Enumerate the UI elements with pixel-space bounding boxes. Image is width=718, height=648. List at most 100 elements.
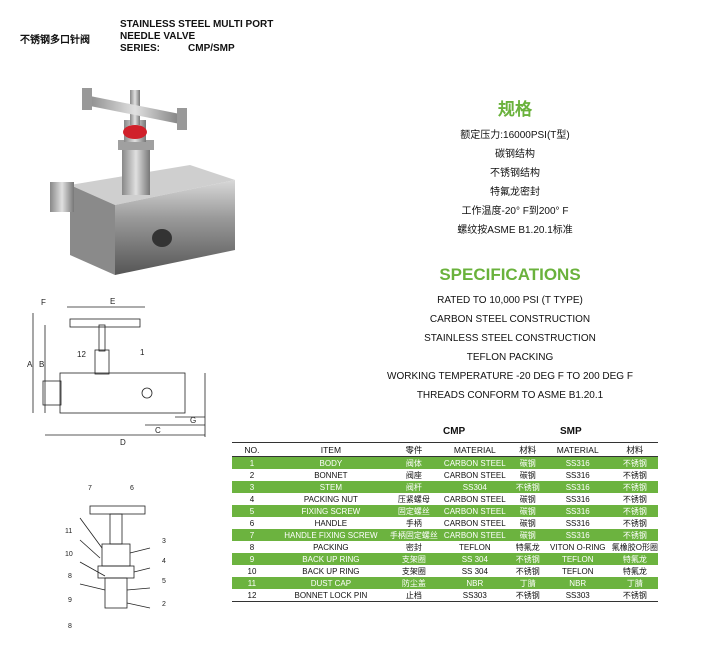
spec-line: 特氟龙密封 — [490, 187, 540, 198]
callout: 6 — [130, 485, 134, 492]
spec-line: STAINLESS STEEL CONSTRUCTION — [424, 333, 596, 344]
table-cell: BODY — [271, 456, 390, 469]
table-cell: CARBON STEEL — [443, 470, 506, 480]
spec-line: CARBON STEEL CONSTRUCTION — [429, 314, 591, 325]
table-cell: CARBON STEEL — [443, 494, 506, 504]
table-cell: 5 — [232, 505, 272, 517]
spec-line: TEFLON PACKING — [466, 352, 554, 363]
table-cell: 丁腈 — [511, 577, 544, 589]
dim-label: B — [39, 360, 44, 369]
column-header: MATERIAL — [543, 442, 612, 457]
table-cell: CARBON STEEL — [437, 456, 512, 469]
table-cell: 10 — [247, 566, 257, 576]
table-cell: 不锈钢 — [622, 494, 647, 504]
series-label: SERIES: — [120, 43, 161, 54]
callout: 1 — [140, 348, 145, 357]
table-cell: 阀杆 — [389, 481, 438, 493]
dim-label: D — [120, 438, 126, 447]
dimension-drawing: F E A B C D G 12 1 — [27, 297, 206, 447]
title-chinese: 不锈钢多口针阀 — [20, 35, 90, 46]
callout: 11 — [65, 528, 72, 535]
spec-line: 不锈钢结构 — [490, 168, 540, 179]
table-cell: 不锈钢 — [611, 505, 658, 517]
table-cell: 支架圈 — [401, 566, 426, 576]
table-cell: 丁腈 — [611, 577, 658, 589]
table-cell: TEFLON — [543, 553, 612, 565]
table-cell: SS316 — [543, 456, 612, 469]
table-cell: 11 — [232, 577, 272, 589]
table-cell: SS316 — [543, 529, 612, 541]
table-cell: 压紧螺母 — [397, 494, 430, 504]
valve-photo — [50, 88, 235, 275]
table-cell: 不锈钢 — [622, 470, 647, 480]
callout: 10 — [65, 551, 73, 558]
table-cell: 6 — [249, 518, 255, 528]
table-cell: 碳钢 — [511, 456, 544, 469]
spec-line: 螺纹按ASME B1.20.1标准 — [457, 225, 573, 236]
table-cell: 不锈钢 — [611, 589, 658, 602]
table-cell: STEM — [271, 481, 390, 493]
table-cell: VITON O-RING — [550, 542, 606, 552]
spec-line: WORKING TEMPERATURE -20 DEG F TO 200 DEG… — [387, 371, 633, 382]
table-cell: 9 — [232, 553, 272, 565]
column-header: 零件 — [389, 442, 438, 457]
table-cell: SS304 — [437, 481, 512, 493]
table-cell: 不锈钢 — [511, 553, 544, 565]
specs-english: SPECIFICATIONS RATED TO 10,000 PSI (T TY… — [365, 265, 655, 405]
table-cell: BONNET — [314, 470, 348, 480]
table-cell: 不锈钢 — [622, 518, 647, 528]
table-cell: 7 — [232, 529, 272, 541]
table-cell: FIXING SCREW — [271, 505, 390, 517]
table-cell: SS316 — [565, 494, 590, 504]
table-cell: 密封 — [405, 542, 422, 552]
table-cell: NBR — [543, 577, 612, 589]
table-cell: 不锈钢 — [611, 481, 658, 493]
table-cell: 特氟龙 — [622, 566, 647, 576]
table-cell: PACKING NUT — [303, 494, 358, 504]
group-cmp: CMP — [443, 426, 466, 437]
table-cell: 2 — [249, 470, 255, 480]
column-header: ITEM — [271, 442, 390, 457]
column-header: MATERIAL — [437, 442, 512, 457]
table-cell: 1 — [232, 456, 272, 469]
table-cell: SS303 — [543, 589, 612, 602]
column-header: 材料 — [611, 442, 658, 457]
exploded-drawing: 7 6 11 10 8 9 8 3 4 5 2 — [65, 485, 166, 630]
table-cell: 不锈钢 — [511, 589, 544, 602]
table-cell: 手柄 — [405, 518, 422, 528]
series-value: CMP/SMP — [188, 43, 235, 54]
table-cell: 碳钢 — [519, 518, 536, 528]
callout: 8 — [68, 573, 72, 580]
table-cell: 不锈钢 — [511, 481, 544, 493]
table-cell: NBR — [437, 577, 512, 589]
spec-line: 碳钢结构 — [495, 149, 535, 160]
table-cell: 防尘盖 — [389, 577, 438, 589]
table-cell: 4 — [249, 494, 255, 504]
dim-label: C — [155, 426, 161, 435]
table-cell: HANDLE — [314, 518, 348, 528]
table-cell: PACKING — [313, 542, 349, 552]
title-english: STAINLESS STEEL MULTI PORT NEEDLE VALVE … — [120, 19, 273, 55]
table-cell: 不锈钢 — [611, 529, 658, 541]
spec-line: 工作温度-20° F到200° F — [461, 206, 569, 217]
dim-label: G — [190, 416, 196, 425]
table-cell: BACK UP RING — [302, 566, 360, 576]
table-cell: SS303 — [437, 589, 512, 602]
table-cell: 阀体 — [389, 456, 438, 469]
series-line: SERIES: CMP/SMP — [120, 43, 273, 55]
callout: 4 — [162, 558, 166, 565]
column-header: NO. — [232, 442, 272, 457]
title-line-1: STAINLESS STEEL MULTI PORT — [120, 19, 274, 30]
table-cell: 碳钢 — [519, 470, 536, 480]
table-cell: 12 — [232, 589, 272, 602]
callout: 8 — [68, 623, 72, 630]
table-cell: 碳钢 — [511, 505, 544, 517]
